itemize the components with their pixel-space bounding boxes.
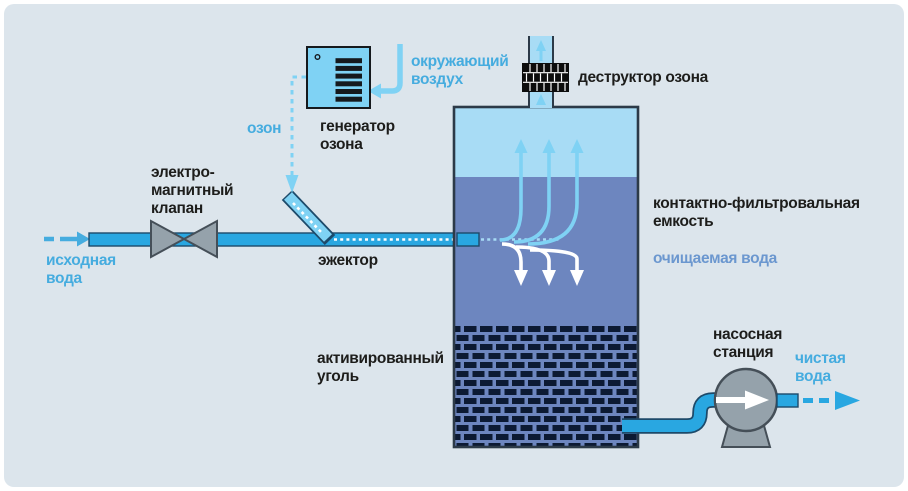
valve-symbol <box>150 219 218 259</box>
pump-outlet-stub <box>776 393 799 408</box>
gas-up-arrows <box>499 139 584 246</box>
generator-indicator <box>314 54 321 61</box>
pump-station <box>622 367 860 448</box>
activated-carbon-bed <box>455 323 637 446</box>
label-carbon: активированный уголь <box>317 350 444 385</box>
clean-water-arrowhead <box>835 391 860 410</box>
main-water-pipe <box>88 232 458 247</box>
label-destructor: деструктор озона <box>578 69 708 86</box>
label-valve: электро- магнитный клапан <box>151 164 234 217</box>
ejector-symbol <box>281 189 336 246</box>
ozone-destructor <box>522 36 569 108</box>
label-pump: насосная станция <box>713 326 783 361</box>
label-source-water: исходная вода <box>46 252 116 287</box>
contact-tank <box>454 107 638 447</box>
label-generator: генератор озона <box>320 118 395 153</box>
tank-air-zone <box>454 107 638 177</box>
label-ambient-air: окружающий воздух <box>411 53 509 88</box>
source-water-flow-arrow <box>44 231 90 247</box>
pipe-stub-in-tank <box>456 232 480 247</box>
label-ejector: эжектор <box>318 252 378 269</box>
label-ozone: озон <box>247 120 282 137</box>
generator-grille <box>335 58 362 102</box>
water-down-arrows <box>501 242 584 286</box>
tank-outlet-pipe <box>622 394 742 432</box>
label-clean-water: чистая вода <box>795 350 846 385</box>
label-treated-water: очищаемая вода <box>653 250 777 267</box>
ambient-air-pipe <box>381 44 403 94</box>
ozone-generator <box>285 44 403 193</box>
label-tank: контактно-фильтровальная емкость <box>653 195 860 230</box>
